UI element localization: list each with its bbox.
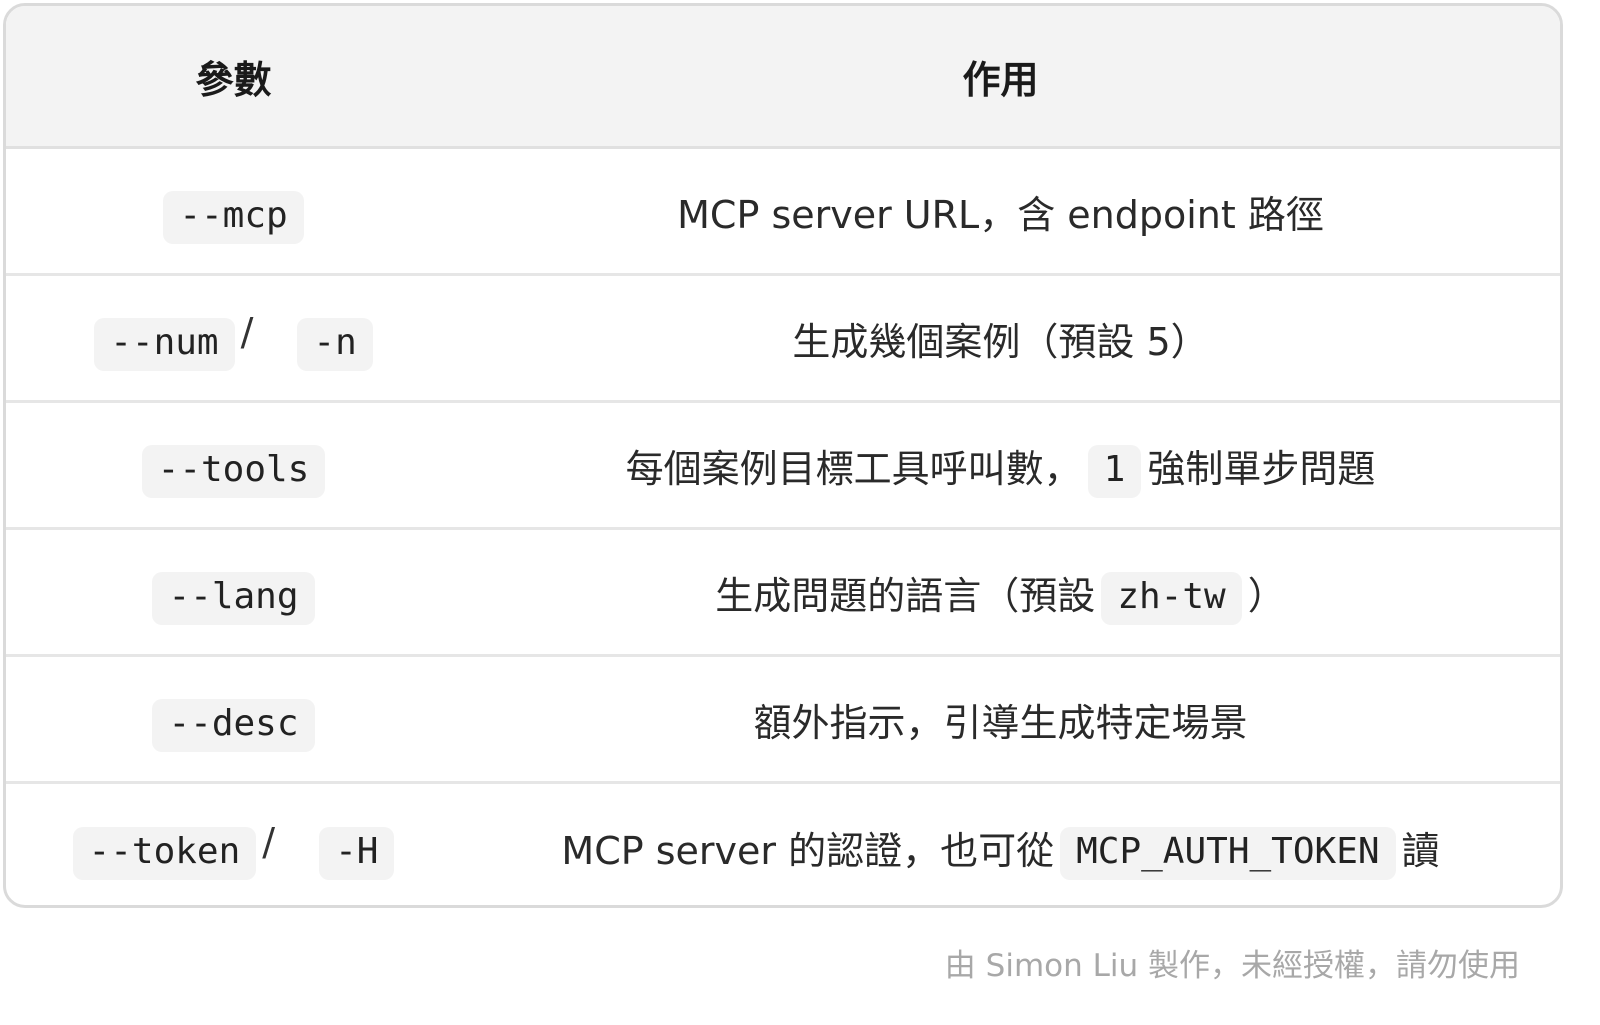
table-row: --num/ -n 生成幾個案例（預設 5） xyxy=(6,276,1560,403)
header-param-cell: 參數 xyxy=(6,49,461,104)
desc-text: 額外指示，引導生成特定場景 xyxy=(753,700,1248,745)
desc-text: 每個案例目標工具呼叫數， xyxy=(625,446,1082,491)
desc-text: MCP server URL，含 endpoint 路徑 xyxy=(677,192,1324,237)
param-code: --token xyxy=(72,827,257,880)
table-header-row: 參數 作用 xyxy=(6,6,1560,149)
desc-text: 強制單步問題 xyxy=(1147,446,1376,491)
desc-inline-code: 1 xyxy=(1087,444,1142,498)
param-code: -H xyxy=(319,827,395,880)
param-code: --lang xyxy=(152,571,315,625)
footer-credit: 由 Simon Liu 製作，未經授權，請勿使用 xyxy=(944,948,1520,984)
header-desc-label: 作用 xyxy=(962,57,1039,102)
desc-text: ） xyxy=(1247,573,1286,618)
desc-cell: 額外指示，引導生成特定場景 xyxy=(461,692,1560,747)
param-separator: / xyxy=(240,310,254,354)
param-cell: --token/ -H xyxy=(6,819,461,880)
param-cell: --lang xyxy=(6,566,461,625)
param-cell: --tools xyxy=(6,439,461,498)
param-code: --desc xyxy=(152,698,315,752)
desc-text: MCP server 的認證，也可從 xyxy=(561,829,1055,873)
header-desc-cell: 作用 xyxy=(461,49,1560,104)
param-code: --num xyxy=(94,317,235,371)
param-cell: --mcp xyxy=(6,185,461,244)
param-cell: --desc xyxy=(6,693,461,752)
param-code: -n xyxy=(297,317,373,371)
desc-text: 生成幾個案例（預設 5） xyxy=(792,319,1209,364)
desc-cell: MCP server URL，含 endpoint 路徑 xyxy=(461,184,1560,239)
desc-text: 生成問題的語言（預設 xyxy=(715,573,1096,618)
param-code: --mcp xyxy=(163,190,304,244)
table-row: --desc 額外指示，引導生成特定場景 xyxy=(6,657,1560,784)
desc-inline-code: MCP_AUTH_TOKEN xyxy=(1060,827,1396,880)
desc-cell: 生成幾個案例（預設 5） xyxy=(461,311,1560,366)
header-param-label: 參數 xyxy=(195,57,272,102)
param-separator: / xyxy=(262,819,276,864)
desc-text: 讀 xyxy=(1401,829,1440,873)
desc-inline-code: zh-tw xyxy=(1101,571,1242,625)
param-cell: --num/ -n xyxy=(6,310,461,371)
param-code: --tools xyxy=(141,444,326,498)
table-row: --mcp MCP server URL，含 endpoint 路徑 xyxy=(6,149,1560,276)
